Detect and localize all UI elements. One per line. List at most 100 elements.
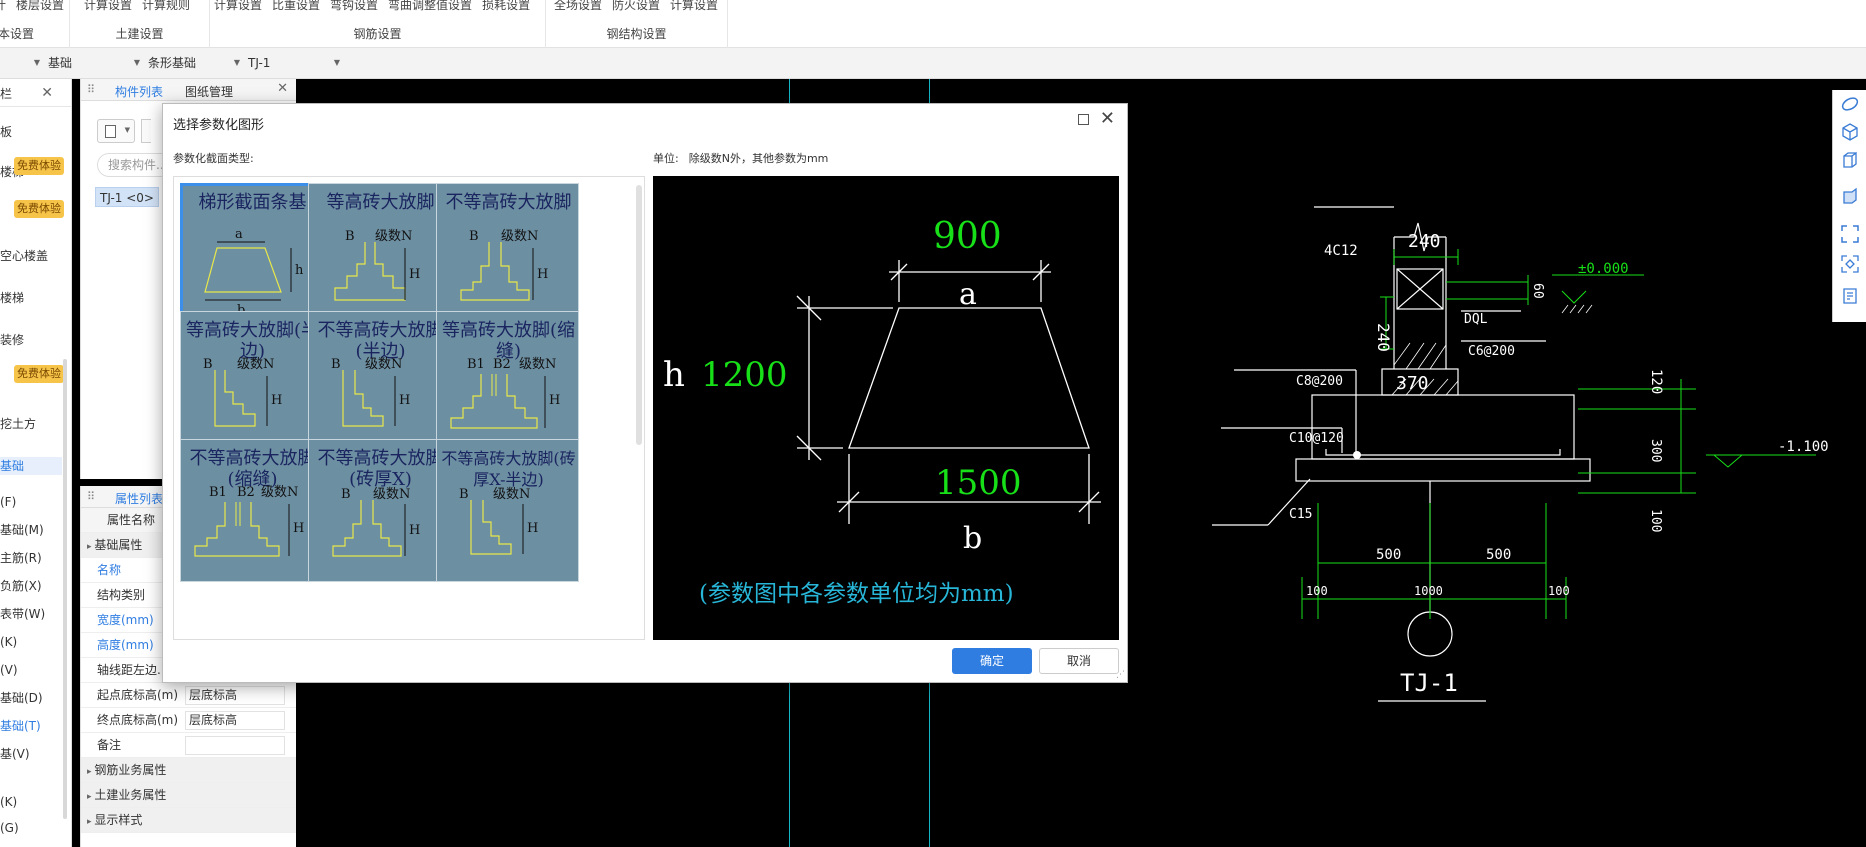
cancel-button[interactable]: 取消 [1039,648,1119,674]
property-name: 备注 [97,738,122,752]
shape-option-unequal-brick-gap[interactable]: 不等高砖大放脚(缩缝) B1 B2 级数N H [180,439,323,582]
gallery-scrollbar[interactable] [636,185,642,445]
param-h-label: H [409,267,420,282]
shape-thumbnail: B 级数N H [460,229,548,301]
shape-option-unequal-brick-thick-half[interactable]: 不等高砖大放脚(砖厚X-半边) B 级数N H [436,439,579,582]
copy-component-button[interactable] [141,119,151,143]
elevation-label: -1.100 [1778,439,1829,455]
rotate-view-icon[interactable] [1840,94,1860,114]
free-trial-badge: 免费体验 [14,157,64,175]
shape-option-equal-brick[interactable]: 等高砖大放脚 B 级数N H [308,183,451,326]
confirm-button[interactable]: 确定 [952,648,1032,674]
param-h-label: H [271,393,282,408]
nav-item[interactable]: 挖土方 [0,417,37,431]
ribbon-item-weight[interactable]: 比重设置 [272,0,321,12]
cube-view-icon[interactable] [1840,150,1860,170]
shape-option-unequal-brick[interactable]: 不等高砖大放脚 B 级数N H [436,183,579,326]
nav-item[interactable]: 主筋(R) [0,551,42,565]
tab-component-list[interactable]: 构件列表 [115,85,164,99]
ribbon-item-floor-settings[interactable]: 楼层设置 [16,0,65,12]
ribbon-toolbar: 计楼层设置 本设置 计算设置计算规则 土建设置 计算设置比重设置弯钩设置弯曲调整… [0,0,1866,48]
param-h-label: h [663,355,685,395]
nav-item[interactable]: 负筋(X) [0,579,42,593]
ribbon-item-global[interactable]: 全场设置 [554,0,603,12]
property-value[interactable] [185,736,285,755]
fit-view-icon[interactable] [1840,224,1860,244]
tab-drawing-management[interactable]: 图纸管理 [185,85,234,99]
foundation-section-drawing: 240 4C12 DQL C6@200 370 C8@200 C10@120 C… [1212,206,1829,702]
resize-grip-icon[interactable]: ⋰ [1116,670,1125,680]
category-select[interactable]: 基础▼ [44,53,144,73]
tab-property-list[interactable]: 属性列表 [115,492,164,506]
dim-label: 100 [1306,584,1328,598]
ribbon-item-civil-calc-settings[interactable]: 计算设置 [84,0,133,12]
shape-option-equal-brick-gap[interactable]: 等高砖大放脚(缩缝) B1 B2 级数N H [436,311,579,454]
new-component-button[interactable]: ▼ [97,119,135,143]
ribbon-item-loss[interactable]: 损耗设置 [482,0,531,12]
close-icon[interactable]: ✕ [277,81,288,96]
settings-list-icon[interactable] [1840,286,1860,306]
ribbon-item-calc[interactable]: 计 [0,0,7,12]
dim-label: 370 [1396,373,1429,394]
nav-item[interactable]: 表带(W) [0,607,46,621]
ribbon-item-civil-calc-rules[interactable]: 计算规则 [142,0,191,12]
drag-handle-icon[interactable]: ⠿ [87,490,95,503]
shape-option-equal-brick-half[interactable]: 等高砖大放脚(半边) B 级数N H [180,311,323,454]
component-list-item[interactable]: TJ-1 <0> [95,187,159,207]
nav-item[interactable]: (F) [0,495,17,509]
maximize-icon[interactable] [1078,114,1089,125]
drag-handle-icon[interactable]: ⠿ [87,83,95,96]
nav-item[interactable]: (K) [0,795,18,809]
shape-label: 等高砖大放脚(半边) [185,320,320,362]
nav-item[interactable]: 空心楼盖 [0,249,49,263]
param-n-label: 级数N [373,487,410,502]
ribbon-item-steel-calc[interactable]: 计算设置 [670,0,719,12]
property-value[interactable]: 层底标高 [185,711,285,730]
property-row[interactable]: 起点底标高(m)层底标高 [81,683,297,708]
property-row[interactable]: 备注 [81,733,297,758]
nav-item[interactable]: 基础(M) [0,523,44,537]
nav-item[interactable]: 板 [0,125,13,139]
property-section-civil[interactable]: 土建业务属性 [81,783,297,808]
free-trial-badge: 免费体验 [14,200,64,218]
nav-item[interactable]: (V) [0,663,18,677]
ribbon-group-basic: 计楼层设置 本设置 [0,0,70,48]
param-n-label: 级数N [375,229,412,244]
close-icon[interactable]: ✕ [1099,108,1115,129]
property-section-rebar[interactable]: 钢筋业务属性 [81,758,297,783]
property-name: 宽度(mm) [97,613,154,627]
ribbon-item-rebar-calc[interactable]: 计算设置 [214,0,263,12]
nav-item[interactable]: 基础(D) [0,691,43,705]
param-b-label: b [963,521,982,556]
layer-icon[interactable] [1840,254,1860,274]
nav-scrollbar[interactable] [63,359,67,819]
dim-label: 300 [1648,439,1663,462]
property-section-display[interactable]: 显示样式 [81,808,297,833]
close-icon[interactable]: ✕ [41,85,53,101]
nav-item[interactable]: (G) [0,821,19,835]
ribbon-item-bend[interactable]: 弯曲调整值设置 [388,0,473,12]
type-select[interactable]: 条形基础▼ [144,53,244,73]
ribbon-item-fire[interactable]: 防火设置 [612,0,661,12]
property-value[interactable]: 层底标高 [185,686,285,705]
nav-item[interactable]: 基础(T) [0,719,41,733]
property-row[interactable]: 终点底标高(m) 层底标高 [81,708,297,733]
nav-item[interactable]: 楼梯 [0,291,25,305]
nav-item-foundation[interactable]: 基础 [0,457,62,475]
shape-thumbnail: B1 B2 级数N H [450,357,560,429]
shape-option-trapezoid-strip[interactable]: 梯形截面条基 a b h [180,183,323,326]
nav-item[interactable]: 基(V) [0,747,30,761]
param-b-label: B [469,229,479,244]
shape-option-unequal-brick-thick[interactable]: 不等高砖大放脚(砖厚X) B 级数N H [308,439,451,582]
3d-view-icon[interactable] [1840,122,1860,142]
property-name: 结构类别 [97,588,146,602]
nav-item[interactable]: 装修 [0,333,25,347]
nav-item[interactable]: (K) [0,635,18,649]
solid-view-icon[interactable] [1840,186,1860,206]
shape-option-unequal-brick-half[interactable]: 不等高砖大放脚(半边) B 级数N H [308,311,451,454]
property-name: 终点底标高(m) [97,713,179,727]
ribbon-item-hook[interactable]: 弯钩设置 [330,0,379,12]
floor-select[interactable]: ▼ [0,53,44,73]
component-select[interactable]: TJ-1▼ [244,53,344,73]
rebar-label: 4C12 [1324,243,1358,259]
